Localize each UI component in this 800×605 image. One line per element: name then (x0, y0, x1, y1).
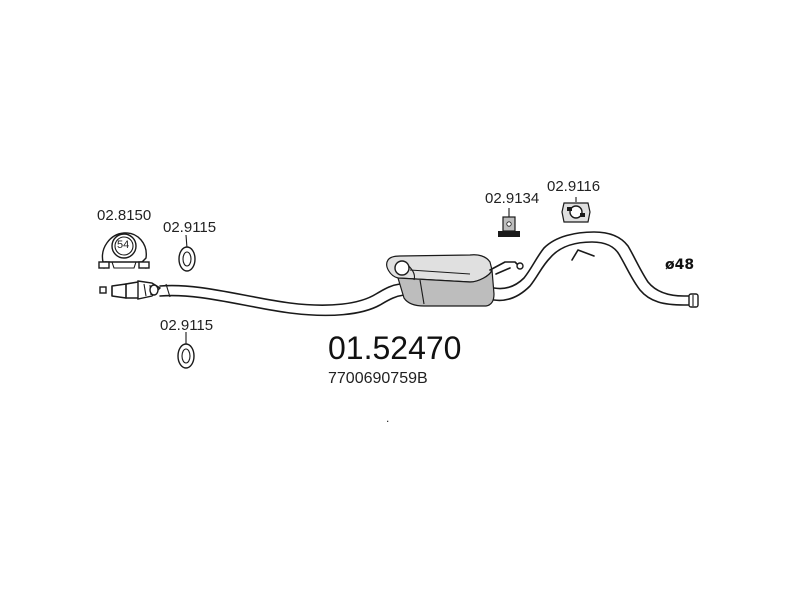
rubber-hanger-part-label: 02.9116 (547, 178, 601, 195)
gasket-upper-part-label: 02.9115 (163, 219, 217, 236)
gasket-ring-icon (177, 332, 195, 369)
gasket-ring-icon (178, 234, 196, 272)
tail-pipe (493, 231, 699, 308)
rubber-mount-part-label: 02.9134 (485, 190, 540, 207)
clamp-size-marking: 54 (117, 239, 130, 251)
gasket-lower-part-label: 02.9115 (160, 317, 214, 334)
silencer-hanger-bracket (489, 261, 524, 275)
rubber-hanger-icon (561, 197, 591, 223)
main-part-number: 01.52470 (328, 330, 462, 366)
rubber-mount-icon (498, 208, 520, 237)
stray-dot: . (386, 411, 390, 425)
front-pipe-connector (99, 280, 162, 300)
silencer-box (386, 254, 495, 307)
clamp-part-label: 02.8150 (97, 207, 152, 224)
inlet-pipe (159, 283, 405, 317)
clamp-icon (98, 232, 150, 269)
pipe-diameter-label: ø48 (665, 257, 695, 273)
oe-reference-number: 7700690759B (328, 370, 428, 387)
